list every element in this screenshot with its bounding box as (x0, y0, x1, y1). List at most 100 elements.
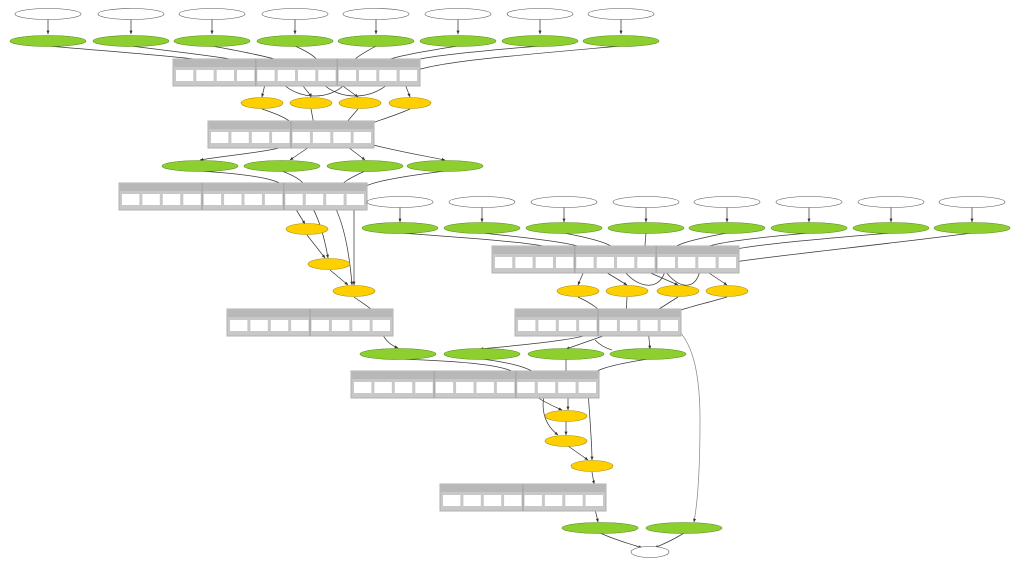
record-cell (556, 257, 574, 268)
input-b2-2[interactable] (443, 348, 521, 360)
input-b-4[interactable] (607, 222, 685, 234)
record-cell (565, 495, 583, 506)
source-b-6[interactable] (775, 196, 843, 208)
edge-arrow (329, 269, 349, 286)
input-final-1[interactable] (561, 522, 639, 534)
operation-chain-a-3[interactable] (332, 285, 376, 297)
input-b-7[interactable] (852, 222, 930, 234)
source-a-7[interactable] (506, 8, 574, 20)
record-cell (576, 257, 594, 268)
source-b-7[interactable] (857, 196, 925, 208)
record-buffer-3[interactable] (118, 182, 368, 211)
record-cell (435, 382, 454, 393)
input-b-5[interactable] (688, 222, 766, 234)
input-a2-3[interactable] (326, 160, 404, 172)
record-buffer-6[interactable] (514, 308, 682, 337)
record-cell (372, 320, 390, 331)
source-a-5[interactable] (342, 8, 410, 20)
edge-arrow (599, 532, 643, 549)
record-cell (504, 495, 522, 506)
record-cell (538, 320, 556, 331)
input-b2-4[interactable] (609, 348, 687, 360)
operation-b-1[interactable] (556, 285, 600, 297)
input-b2-3[interactable] (527, 348, 605, 360)
record-buffer-7[interactable] (350, 370, 600, 399)
record-cell (359, 70, 377, 81)
record-cell (599, 320, 617, 331)
input-a-5[interactable] (337, 35, 415, 47)
input-b-2[interactable] (443, 222, 521, 234)
input-b2-1[interactable] (359, 348, 437, 360)
operation-b-3[interactable] (656, 285, 700, 297)
record-cell (354, 382, 372, 393)
record-cell (537, 382, 556, 393)
edge-arrow (734, 232, 973, 263)
source-b-1[interactable] (366, 196, 434, 208)
record-header-strip (493, 247, 738, 254)
input-a-3[interactable] (173, 35, 251, 47)
input-a-8[interactable] (582, 35, 660, 47)
record-cell (495, 257, 513, 268)
source-b-8[interactable] (938, 196, 1006, 208)
record-cell (579, 320, 597, 331)
input-a2-2[interactable] (243, 160, 321, 172)
input-b-1[interactable] (361, 222, 439, 234)
source-b-3[interactable] (530, 196, 598, 208)
input-a2-1[interactable] (161, 160, 239, 172)
source-a-4[interactable] (261, 8, 329, 20)
operation-a-1[interactable] (240, 97, 284, 109)
edge-arrow (654, 532, 685, 549)
operation-b-2[interactable] (605, 285, 649, 297)
source-a-6[interactable] (424, 8, 492, 20)
record-cell (305, 194, 324, 205)
input-a-2[interactable] (92, 35, 170, 47)
record-cell (291, 320, 309, 331)
input-a-7[interactable] (501, 35, 579, 47)
operation-b-4[interactable] (705, 285, 749, 297)
input-a-4[interactable] (256, 35, 334, 47)
record-cell (483, 495, 502, 506)
operation-chain-b-2[interactable] (544, 435, 588, 447)
input-a2-4[interactable] (406, 160, 484, 172)
edge-layer (46, 19, 974, 549)
source-a-8[interactable] (587, 8, 655, 20)
operation-chain-a-1[interactable] (285, 223, 329, 235)
source-b-4[interactable] (612, 196, 680, 208)
record-buffer-1[interactable] (172, 58, 421, 87)
operation-chain-b-3[interactable] (570, 460, 614, 472)
record-buffer-5[interactable] (491, 245, 740, 274)
record-buffer-4[interactable] (226, 308, 394, 337)
sink-node[interactable] (630, 546, 670, 558)
edge-arrow (675, 327, 701, 523)
input-b-8[interactable] (933, 222, 1011, 234)
source-a-2[interactable] (97, 8, 165, 20)
input-b-3[interactable] (525, 222, 603, 234)
source-a-3[interactable] (178, 8, 246, 20)
source-b-5[interactable] (693, 196, 761, 208)
record-cell (596, 257, 614, 268)
record-cell (394, 382, 413, 393)
record-cell (244, 194, 262, 205)
record-cell (617, 257, 635, 268)
operation-chain-b-1[interactable] (544, 410, 588, 422)
operation-a-2[interactable] (289, 97, 333, 109)
record-buffer-8[interactable] (439, 483, 607, 512)
record-cell (224, 194, 242, 205)
record-buffer-2[interactable] (207, 120, 375, 149)
input-a-1[interactable] (9, 35, 87, 47)
input-b-6[interactable] (770, 222, 848, 234)
edge-arrow (409, 45, 622, 74)
record-cell (558, 382, 576, 393)
operation-a-3[interactable] (338, 97, 382, 109)
operation-a-4[interactable] (388, 97, 432, 109)
source-b-2[interactable] (448, 196, 516, 208)
record-cell (353, 132, 371, 143)
operation-chain-a-2[interactable] (307, 258, 351, 270)
edge-arrow (623, 270, 666, 286)
source-a-1[interactable] (14, 8, 82, 20)
input-final-2[interactable] (645, 522, 723, 534)
record-cell (346, 194, 364, 205)
input-a-6[interactable] (419, 35, 497, 47)
edge-arrow (355, 170, 446, 193)
record-header-strip (174, 60, 419, 67)
